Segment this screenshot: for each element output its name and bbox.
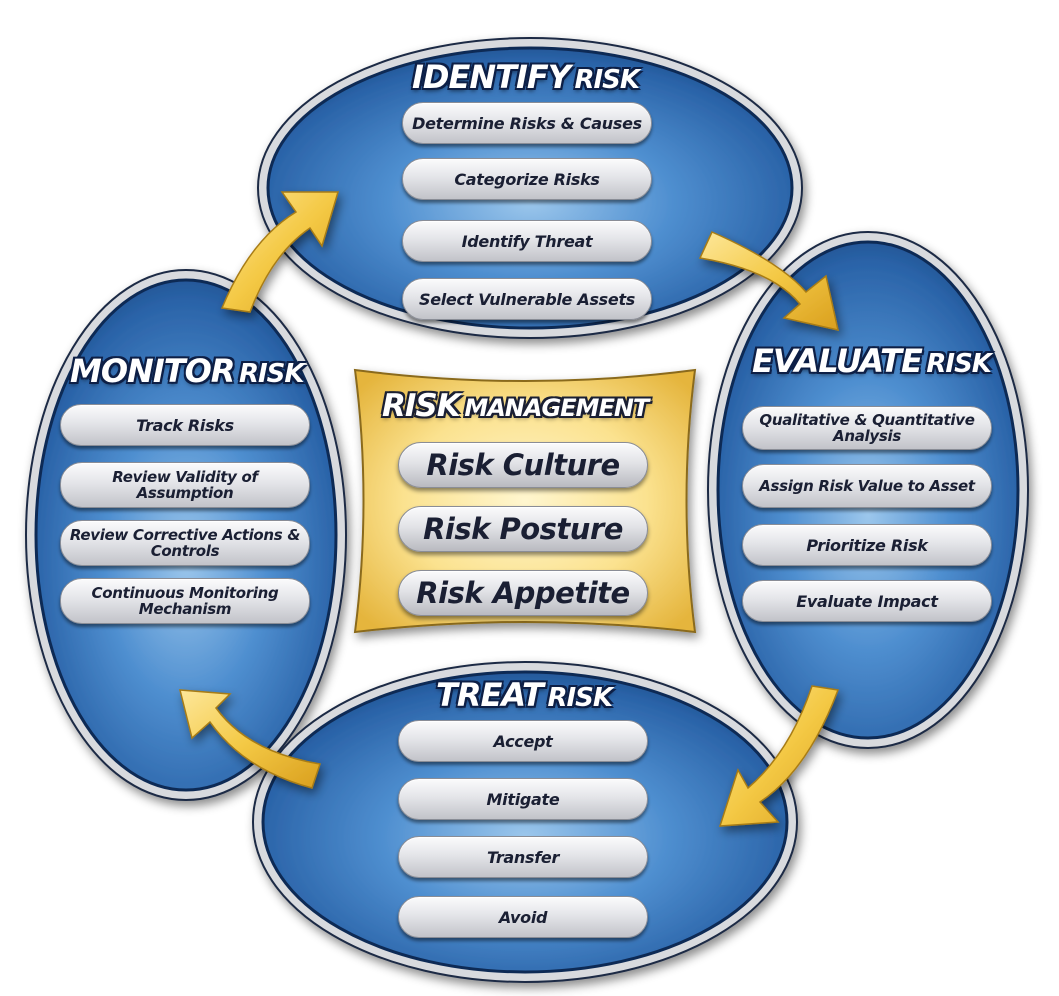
monitor-item-continuous: Continuous Monitoring Mechanism xyxy=(60,578,310,624)
treat-item-mitigate: Mitigate xyxy=(398,778,648,820)
treat-item-transfer: Transfer xyxy=(398,836,648,878)
evaluate-item-impact: Evaluate Impact xyxy=(742,580,992,622)
center-item-risk-culture: Risk Culture xyxy=(398,442,648,488)
arrow-treat-to-monitor xyxy=(179,689,321,789)
monitor-title: MONITOR RISK xyxy=(70,352,305,390)
treat-title-main: TREAT xyxy=(436,676,544,714)
monitor-title-sub: RISK xyxy=(238,359,305,389)
arrow-monitor-to-identify xyxy=(220,191,340,313)
identify-item-determine: Determine Risks & Causes xyxy=(402,102,652,144)
monitor-item-track: Track Risks xyxy=(60,404,310,446)
evaluate-title-sub: RISK xyxy=(926,349,992,379)
evaluate-item-assign-value: Assign Risk Value to Asset xyxy=(742,464,992,508)
treat-title-sub: RISK xyxy=(547,683,613,713)
identify-title: IDENTIFY RISK xyxy=(412,58,640,96)
identify-item-threat: Identify Threat xyxy=(402,220,652,262)
identify-title-main: IDENTIFY xyxy=(412,58,571,96)
identify-item-categorize: Categorize Risks xyxy=(402,158,652,200)
treat-item-avoid: Avoid xyxy=(398,896,648,938)
identify-item-assets: Select Vulnerable Assets xyxy=(402,278,652,320)
center-title: RISK MANAGEMENT xyxy=(382,388,649,424)
center-panel xyxy=(353,368,697,634)
treat-ellipse xyxy=(252,661,798,983)
treat-title: TREAT RISK xyxy=(436,676,613,714)
arrow-evaluate-to-treat xyxy=(718,685,840,827)
center-item-risk-posture: Risk Posture xyxy=(398,506,648,552)
center-title-main: RISK xyxy=(382,388,461,424)
identify-title-sub: RISK xyxy=(574,65,640,95)
center-title-sub: MANAGEMENT xyxy=(464,394,649,422)
monitor-item-validity: Review Validity of Assumption xyxy=(60,462,310,508)
monitor-item-corrective: Review Corrective Actions & Controls xyxy=(60,520,310,566)
center-item-risk-appetite: Risk Appetite xyxy=(398,570,648,616)
evaluate-title: EVALUATE RISK xyxy=(752,342,992,380)
monitor-title-main: MONITOR xyxy=(70,352,235,390)
evaluate-title-main: EVALUATE xyxy=(752,342,923,380)
arrow-identify-to-evaluate xyxy=(698,231,839,331)
evaluate-item-analysis: Qualitative & Quantitative Analysis xyxy=(742,406,992,450)
treat-item-accept: Accept xyxy=(398,720,648,762)
evaluate-item-prioritize: Prioritize Risk xyxy=(742,524,992,566)
